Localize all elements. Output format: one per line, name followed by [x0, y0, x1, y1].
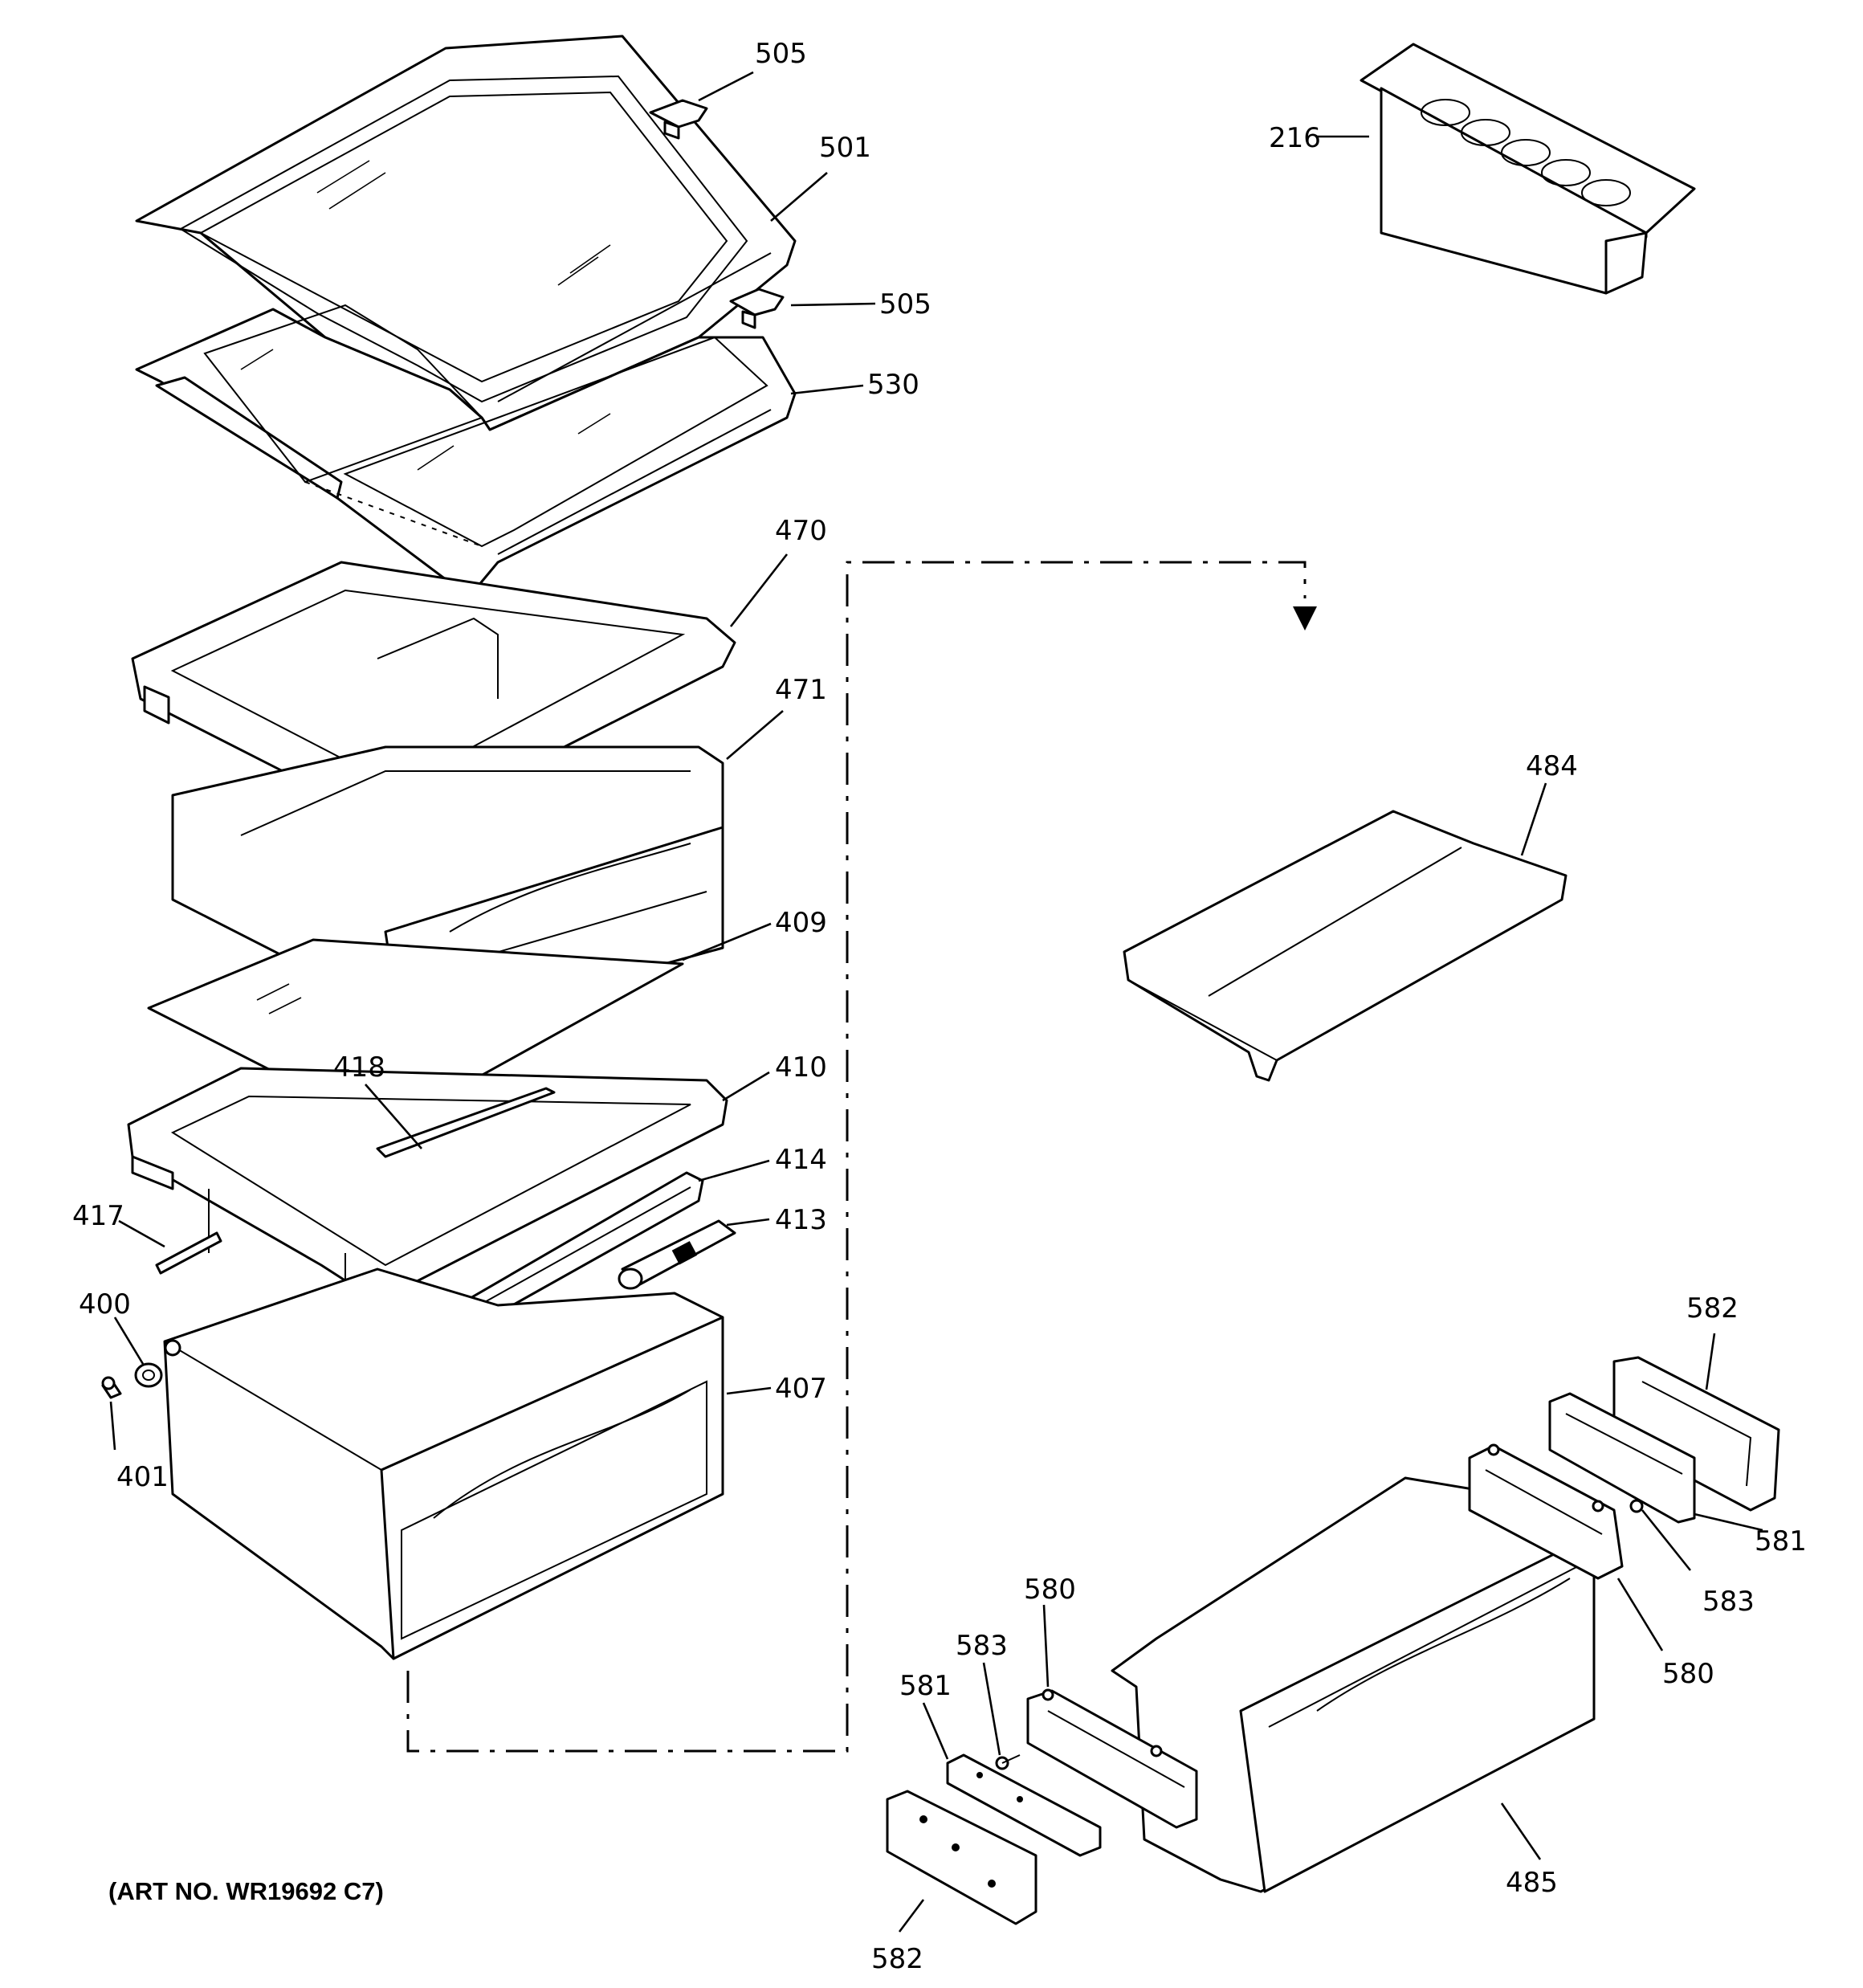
callout-580-left: 580 — [1024, 1574, 1076, 1606]
callout-410: 410 — [775, 1051, 827, 1084]
part-410-crisper-frame[interactable] — [127, 1067, 728, 1303]
part-581-rail-right[interactable] — [1548, 1392, 1696, 1524]
part-413-roller[interactable] — [618, 1219, 736, 1290]
leader-lines — [109, 71, 1763, 1933]
callout-501: 501 — [819, 132, 871, 164]
callout-407: 407 — [775, 1373, 827, 1405]
callout-485: 485 — [1506, 1867, 1558, 1899]
part-400-bushing[interactable] — [134, 1362, 163, 1388]
callout-401: 401 — [116, 1461, 169, 1493]
callout-505-upper: 505 — [755, 38, 807, 70]
assembly-relation-line — [406, 561, 1317, 1753]
callout-583-right: 583 — [1702, 1586, 1755, 1618]
part-505-clip-upper[interactable] — [649, 99, 708, 140]
part-580-slide-left[interactable] — [1026, 1688, 1198, 1829]
part-581-rail-left[interactable] — [946, 1753, 1102, 1857]
part-417-rod[interactable] — [155, 1231, 222, 1275]
part-484-drawer-lid[interactable] — [1123, 810, 1567, 1082]
part-485-pan-drawer[interactable] — [1111, 1476, 1596, 1893]
callout-505-lower: 505 — [879, 288, 932, 320]
part-470-crisper-frame[interactable] — [131, 561, 736, 829]
callout-471: 471 — [775, 674, 827, 706]
callout-581-right: 581 — [1755, 1525, 1807, 1557]
callout-484: 484 — [1526, 750, 1578, 782]
callout-409: 409 — [775, 907, 827, 939]
callout-530: 530 — [867, 369, 919, 401]
callout-582-left: 582 — [871, 1943, 923, 1975]
part-407-drawer[interactable] — [163, 1268, 724, 1660]
art-number: (ART NO. WR19692 C7) — [108, 1877, 384, 1905]
part-583-screw-left[interactable] — [995, 1754, 1021, 1770]
callout-413: 413 — [775, 1204, 827, 1236]
callout-580-right: 580 — [1662, 1658, 1714, 1690]
callout-581-left: 581 — [899, 1670, 952, 1702]
callout-583-left: 583 — [956, 1630, 1008, 1662]
callout-582-right: 582 — [1686, 1292, 1739, 1325]
part-530-shelf-frame[interactable] — [135, 304, 797, 588]
callout-216: 216 — [1269, 122, 1321, 154]
part-216-bin[interactable] — [1360, 43, 1696, 295]
part-583-screw-right[interactable] — [1629, 1499, 1644, 1513]
part-505-clip-lower[interactable] — [729, 288, 785, 329]
callout-418: 418 — [333, 1051, 385, 1084]
callout-400: 400 — [79, 1288, 131, 1321]
callout-417: 417 — [72, 1200, 124, 1232]
arrow-down-icon — [1293, 606, 1317, 631]
part-582-end-cap-left[interactable] — [886, 1790, 1037, 1925]
callout-labels: 505 501 505 530 216 470 471 409 410 418 … — [72, 38, 1807, 1975]
part-401-screw[interactable] — [101, 1376, 122, 1399]
callout-470: 470 — [775, 515, 827, 547]
callout-414: 414 — [775, 1144, 827, 1176]
part-580-slide-right[interactable] — [1468, 1443, 1624, 1580]
part-418-seal[interactable] — [376, 1087, 556, 1158]
